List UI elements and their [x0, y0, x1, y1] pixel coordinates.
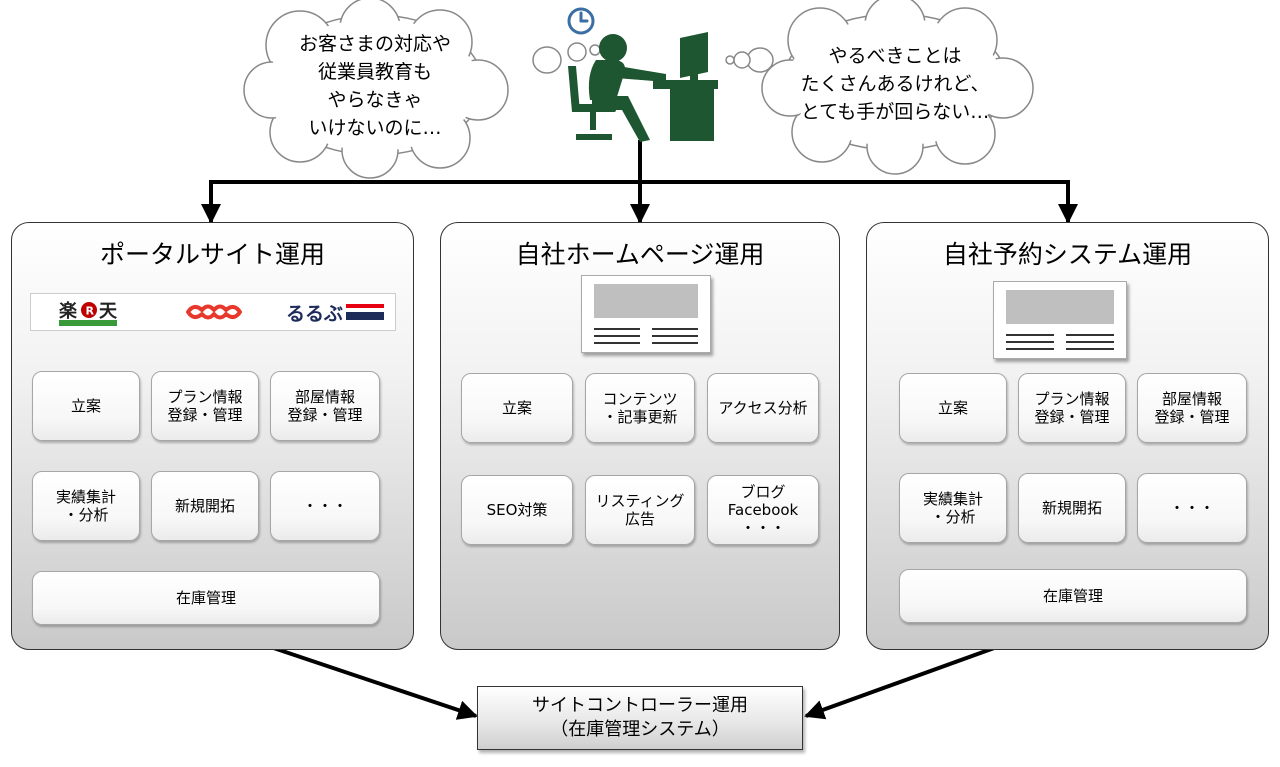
thought-right-line: とても手が回らない… — [800, 101, 990, 123]
thought-right-line: やるべきことは — [828, 45, 962, 67]
task-blog-facebook[interactable]: ブログ Facebook ・・・ — [707, 475, 819, 545]
controller-line2: （在庫管理システム） — [550, 719, 730, 740]
webpage-document-icon — [993, 281, 1127, 359]
rurubu-logo-mark: るるぶ — [286, 303, 384, 325]
thought-left-line: やらなきゃ — [327, 89, 423, 111]
panel-title: ポータルサイト運用 — [99, 240, 325, 269]
task-inventory-management[interactable]: 在庫管理 — [899, 569, 1247, 623]
task-access-analysis[interactable]: アクセス分析 — [707, 373, 819, 443]
task-label: ・・・ — [1169, 499, 1215, 517]
task-content-update[interactable]: コンテンツ ・記事更新 — [585, 373, 695, 443]
task-label: リスティング 広告 — [595, 492, 685, 528]
rakuten-logo-mark: 楽 R 天 — [59, 300, 118, 326]
panel-homepage: 自社ホームページ運用 立案 コンテンツ ・記事更新 アクセス分析 SEO対策 リ… — [440, 222, 840, 650]
task-listing-ads[interactable]: リスティング 広告 — [585, 475, 695, 545]
jalan-logo[interactable] — [153, 294, 275, 330]
task-label: プラン情報 登録・管理 — [167, 388, 243, 424]
task-inventory-management[interactable]: 在庫管理 — [32, 571, 380, 625]
task-label: ブログ Facebook ・・・ — [727, 483, 799, 537]
task-seo[interactable]: SEO対策 — [461, 475, 573, 545]
svg-text:天: 天 — [99, 301, 118, 322]
thought-left: お客さまの対応や 従業員教育も やらなきゃ いけないのに… — [275, 30, 475, 142]
task-planning[interactable]: 立案 — [899, 373, 1007, 443]
task-ellipsis[interactable]: ・・・ — [270, 471, 380, 541]
task-analysis[interactable]: 実績集計 ・分析 — [899, 473, 1007, 543]
clock-icon — [567, 7, 595, 35]
task-label: 実績集計 ・分析 — [922, 490, 983, 526]
task-new-development[interactable]: 新規開拓 — [1018, 473, 1126, 543]
panel-portal-site: ポータルサイト運用 楽 R 天 るるぶ 立案 プラン情報 登録・管理 部屋 — [11, 222, 414, 650]
rakuten-logo[interactable]: 楽 R 天 — [31, 294, 153, 330]
overworked-person-icon — [568, 32, 718, 142]
task-planning[interactable]: 立案 — [32, 371, 140, 441]
task-label: 部屋情報 登録・管理 — [287, 388, 363, 424]
task-label: 実績集計 ・分析 — [55, 488, 116, 524]
thought-right-line: たくさんあるけれど、 — [800, 73, 990, 95]
thought-left-line: 従業員教育も — [317, 61, 432, 83]
jalan-logo-mark — [186, 304, 242, 320]
panel-reservation-system: 自社予約システム運用 立案 プラン情報 登録・管理 部屋情報 登録・管理 実績集… — [866, 222, 1269, 650]
rurubu-logo[interactable]: るるぶ — [275, 294, 397, 330]
task-ellipsis[interactable]: ・・・ — [1137, 473, 1247, 543]
svg-text:楽: 楽 — [59, 300, 78, 322]
task-room-info[interactable]: 部屋情報 登録・管理 — [1137, 373, 1247, 443]
task-label: 新規開拓 — [1041, 499, 1102, 517]
task-label: 在庫管理 — [175, 589, 236, 607]
thought-clouds — [243, 0, 1034, 179]
right-cloud-bubbles — [725, 47, 774, 73]
task-label: アクセス分析 — [718, 399, 808, 417]
task-plan-info[interactable]: プラン情報 登録・管理 — [151, 371, 259, 441]
task-label: 立案 — [937, 399, 968, 417]
thought-left-line: お客さまの対応や — [298, 33, 451, 55]
task-label: 在庫管理 — [1042, 587, 1103, 605]
svg-text:るるぶ: るるぶ — [286, 303, 343, 325]
svg-text:R: R — [86, 305, 95, 318]
thought-right: やるべきことは たくさんあるけれど、 とても手が回らない… — [780, 42, 1010, 126]
controller-line1: サイトコントローラー運用 — [532, 695, 748, 716]
task-plan-info[interactable]: プラン情報 登録・管理 — [1018, 373, 1126, 443]
webpage-document-icon — [581, 275, 711, 353]
task-label: 新規開拓 — [174, 497, 235, 515]
task-new-development[interactable]: 新規開拓 — [151, 471, 259, 541]
task-label: ・・・ — [302, 497, 348, 515]
panel-title: 自社ホームページ運用 — [515, 240, 765, 269]
task-label: コンテンツ ・記事更新 — [602, 390, 678, 426]
task-analysis[interactable]: 実績集計 ・分析 — [32, 471, 140, 541]
portal-logos: 楽 R 天 るるぶ — [30, 293, 396, 331]
thought-left-line: いけないのに… — [308, 117, 442, 139]
task-label: プラン情報 登録・管理 — [1034, 390, 1110, 426]
task-label: SEO対策 — [486, 501, 548, 519]
task-label: 立案 — [70, 397, 101, 415]
task-planning[interactable]: 立案 — [461, 373, 573, 443]
left-cloud-bubbles — [532, 42, 601, 74]
task-label: 部屋情報 登録・管理 — [1154, 390, 1230, 426]
task-label: 立案 — [501, 399, 532, 417]
panel-title: 自社予約システム運用 — [942, 240, 1193, 269]
site-controller-box[interactable]: サイトコントローラー運用 （在庫管理システム） — [477, 686, 803, 750]
task-room-info[interactable]: 部屋情報 登録・管理 — [270, 371, 380, 441]
